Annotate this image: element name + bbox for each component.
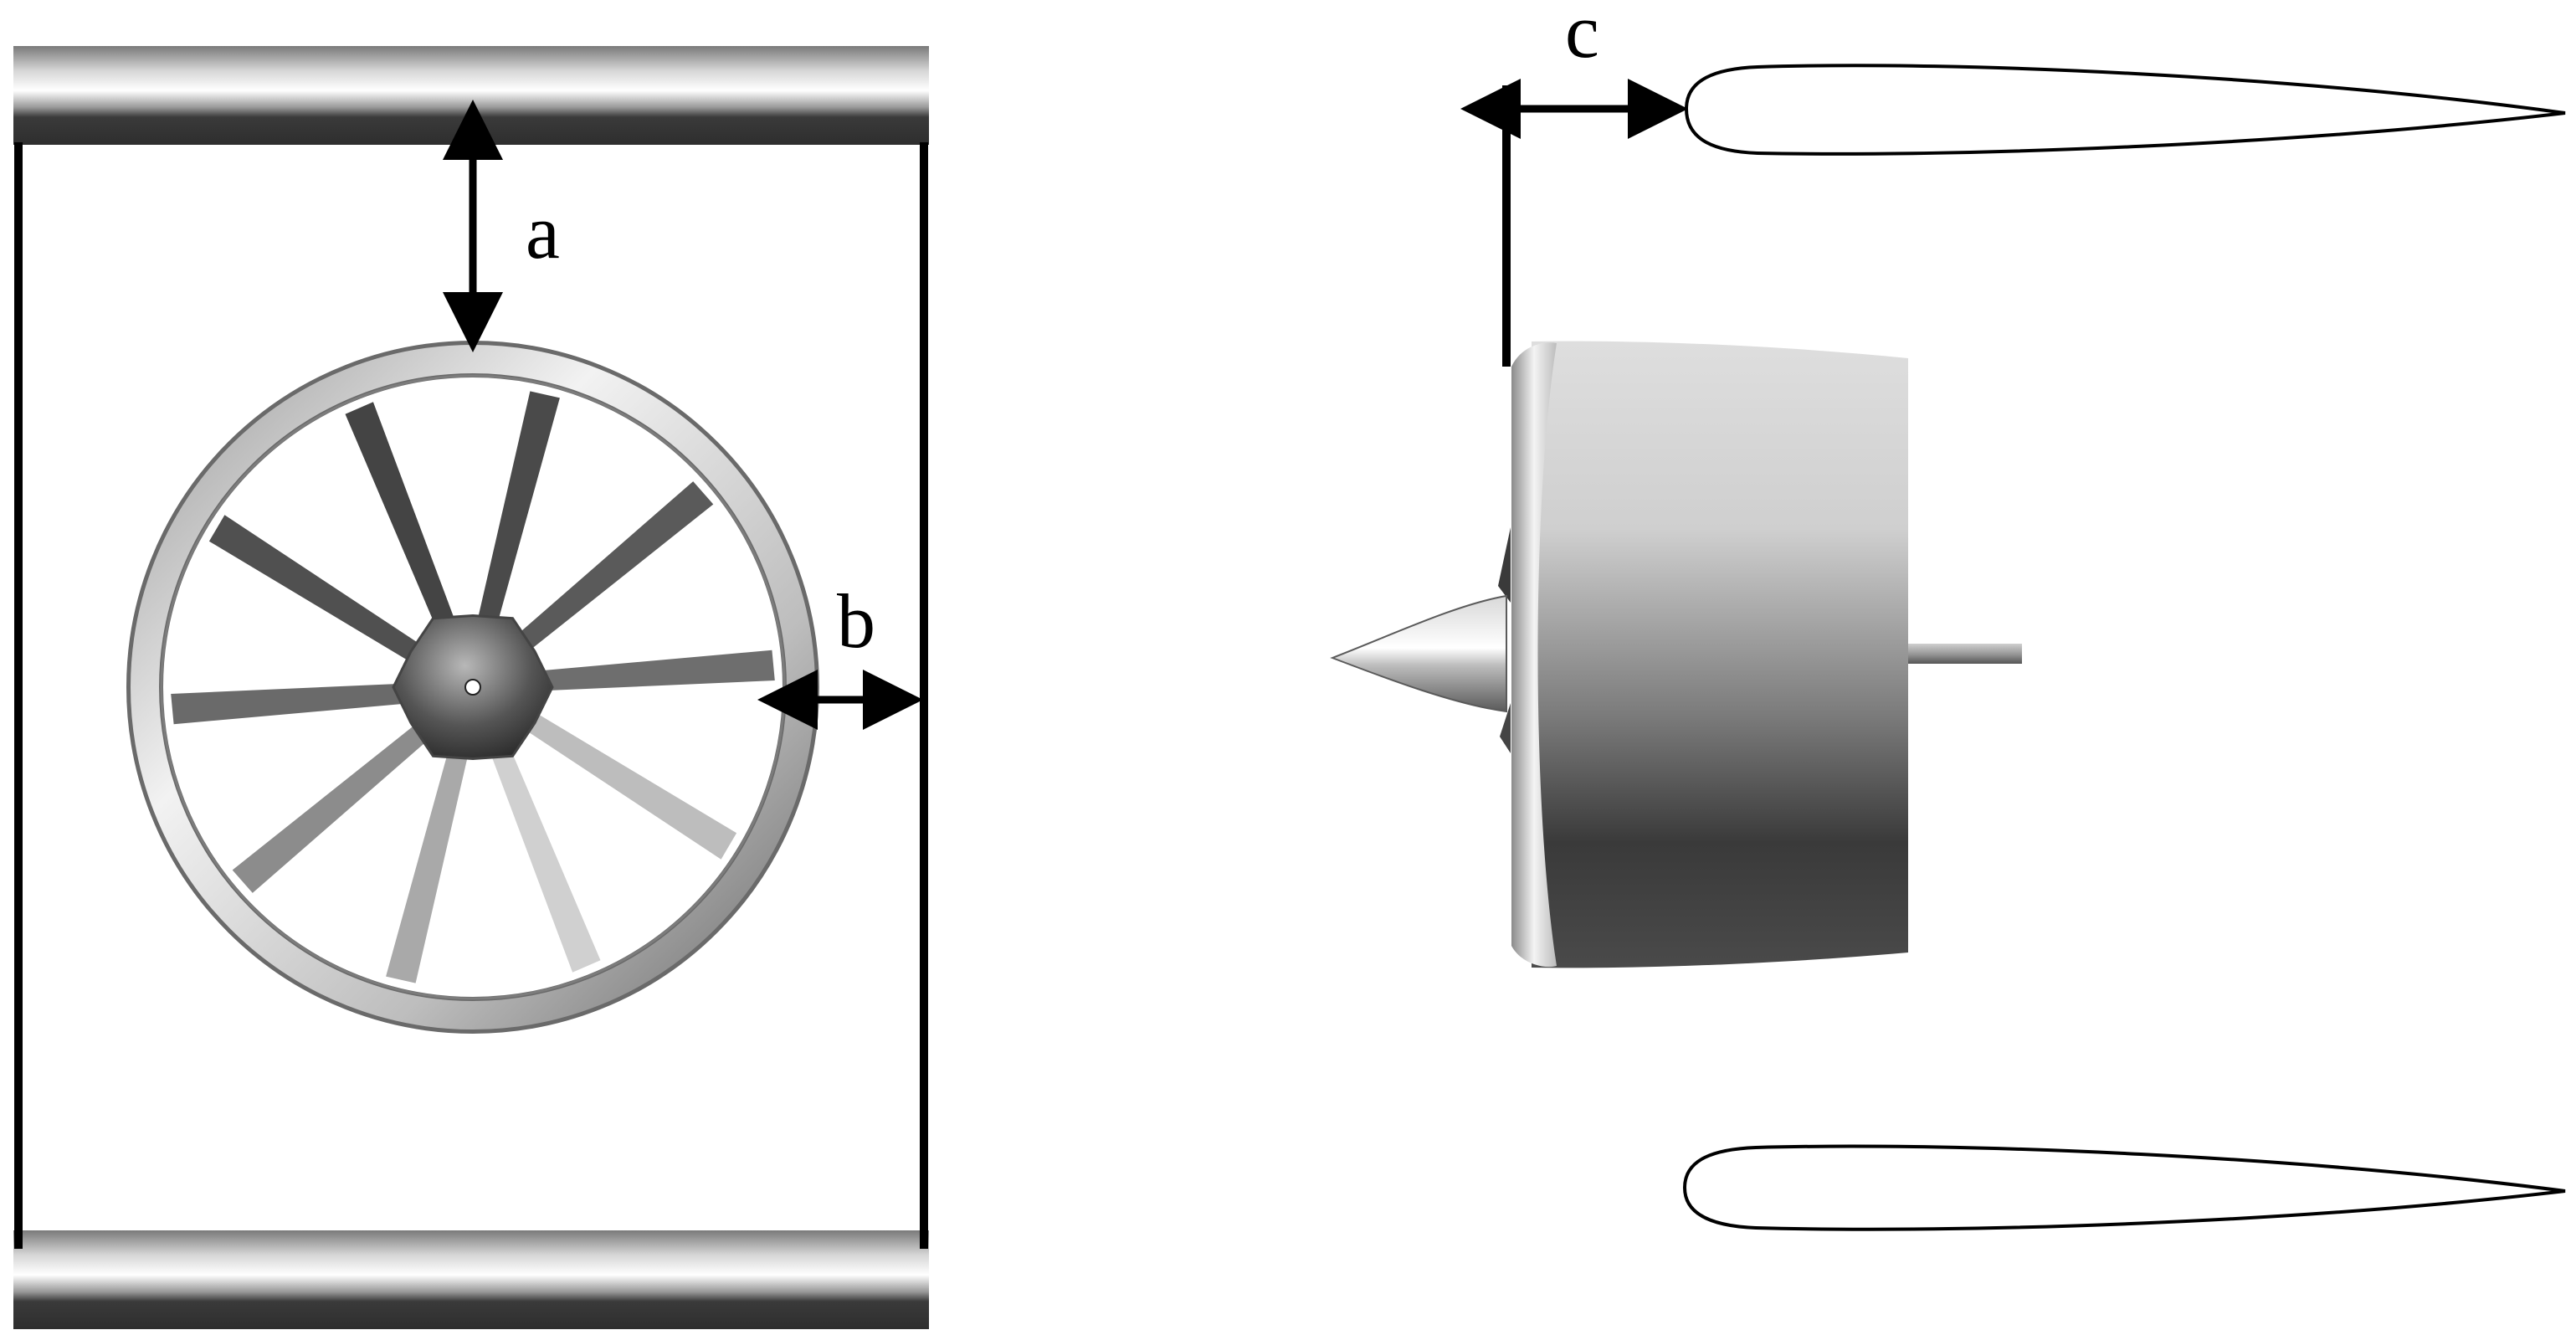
upper-airfoil (1684, 64, 2566, 156)
rotor-blade (477, 391, 560, 624)
rotor-blades (171, 391, 775, 983)
rotor-blade (490, 744, 601, 973)
side-view: c (1330, 0, 2566, 1231)
lower-airfoil (1682, 1144, 2566, 1231)
rotor-blade (516, 481, 714, 651)
bottom-rail (13, 1230, 929, 1329)
spinner-cone (1330, 594, 1507, 713)
front-view: a b (13, 46, 929, 1329)
top-rail (13, 46, 929, 145)
hub-center-hole (464, 679, 481, 696)
rear-shaft (1900, 644, 2022, 664)
dimension-a-label: a (526, 189, 560, 275)
rotor-blade (208, 515, 421, 662)
fan-blade-edge-bottom (1500, 703, 1511, 753)
rotor-blade (538, 650, 775, 691)
rotor-blade (232, 723, 429, 893)
nacelle-body (1532, 341, 1908, 968)
rotor-blade (345, 402, 456, 630)
dimension-b-label: b (837, 578, 875, 664)
dimension-c-label: c (1565, 0, 1599, 74)
rotor-blade (171, 683, 408, 725)
rotor-blade (525, 712, 737, 860)
fan-blade-edge-top (1498, 527, 1511, 603)
rotor-blade (386, 750, 469, 983)
nacelle-inlet-lip (1511, 342, 1557, 968)
